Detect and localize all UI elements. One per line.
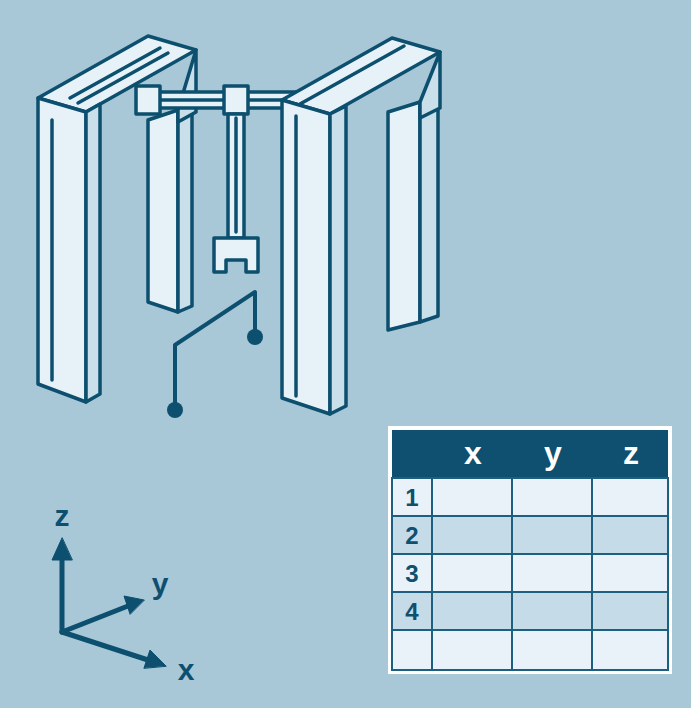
- frame-beam: [420, 52, 440, 118]
- row-number: 2: [405, 524, 418, 548]
- row-number: 3: [405, 562, 418, 586]
- column-header: x: [464, 437, 482, 469]
- grid-line: [392, 591, 668, 593]
- table-frame: [388, 426, 672, 674]
- grid-line: [392, 515, 668, 517]
- grid-line: [591, 478, 593, 670]
- grid-line: [431, 478, 433, 670]
- beam-groove: [300, 46, 404, 104]
- coordinate-table: [388, 426, 672, 674]
- frame-leg: [388, 102, 420, 330]
- axis-label: x: [178, 655, 195, 685]
- axis-z: [60, 556, 65, 632]
- gripper: [214, 238, 258, 272]
- axis-x: [62, 632, 148, 660]
- row-number: 4: [405, 600, 418, 624]
- table-row: [392, 478, 668, 516]
- grid-line: [511, 478, 513, 670]
- frame-leg: [330, 106, 346, 414]
- grid-line: [392, 629, 668, 631]
- arrow-head: [52, 538, 72, 560]
- frame-beam: [178, 50, 196, 122]
- frame-beam: [282, 38, 440, 114]
- arrow-head: [144, 650, 166, 668]
- grid-line: [392, 553, 668, 555]
- carriage: [136, 86, 160, 114]
- arm-groove: [234, 118, 238, 232]
- frame-leg: [148, 110, 178, 312]
- vertical-arm: [228, 114, 244, 238]
- table-row: [392, 554, 668, 592]
- axis-label: z: [55, 501, 70, 531]
- table-header: [392, 430, 668, 478]
- axis-label: y: [152, 569, 169, 599]
- table-row: [392, 516, 668, 554]
- frame-leg: [282, 100, 330, 414]
- path-point: [167, 402, 183, 418]
- path-point: [247, 329, 263, 345]
- arrow-head: [124, 596, 144, 614]
- frame-leg: [420, 96, 438, 322]
- frame-leg: [38, 98, 86, 402]
- carriage: [224, 86, 248, 114]
- column-header: y: [544, 437, 562, 469]
- axis-y: [62, 606, 128, 632]
- row-number: 1: [405, 486, 418, 510]
- frame-leg: [178, 104, 192, 312]
- table-row: [392, 592, 668, 630]
- table-row: [392, 630, 668, 670]
- frame-leg: [86, 104, 100, 402]
- column-header: z: [623, 437, 639, 469]
- leg-groove: [294, 116, 298, 396]
- grid-line: [392, 478, 668, 670]
- leg-groove: [50, 120, 54, 380]
- motion-path: [175, 292, 255, 410]
